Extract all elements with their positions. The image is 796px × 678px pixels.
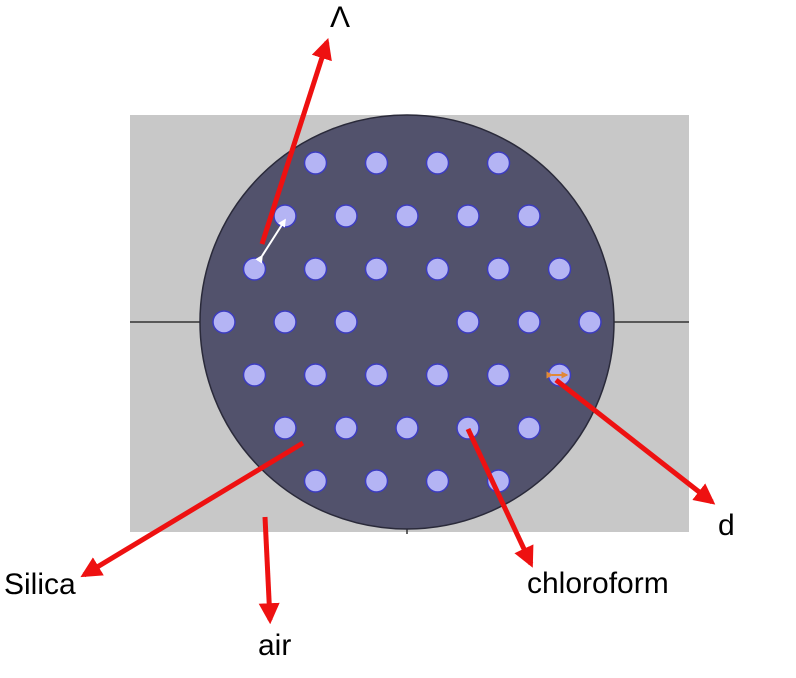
air-hole [364,469,389,493]
air-hole [273,310,297,334]
air-hole [334,416,358,440]
d-arrow [554,378,716,505]
air-hole [456,204,480,228]
air-hole [334,204,358,228]
air-hole [547,257,572,281]
air-hole [456,416,480,440]
chloroform-label: chloroform [527,567,669,600]
air-hole [242,257,267,281]
air-hole [517,310,541,334]
air-hole [517,416,541,440]
silica-label: Silica [4,568,76,601]
air-hole [517,204,541,228]
pitch-label: Λ [330,1,350,34]
pitch-marker [255,218,286,264]
air-hole [486,363,511,387]
air-hole [425,151,450,175]
air-hole [486,257,511,281]
air-hole [456,310,480,334]
air-hole [303,257,328,281]
air-hole [242,363,267,387]
air-arrow [258,516,280,625]
air-hole [273,204,297,228]
air-hole [303,151,328,175]
silica-cladding [199,114,615,530]
air-hole [364,257,389,281]
air-hole [486,151,511,175]
d-label: d [718,509,735,542]
air-hole [273,416,297,440]
air-hole [425,469,450,493]
air-hole [425,257,450,281]
air-hole [395,204,419,228]
air-label: air [258,629,291,662]
air-hole [212,310,236,334]
air-hole-lattice [212,151,602,493]
air-hole [364,151,389,175]
silica-arrow [80,440,305,578]
air-hole [303,363,328,387]
pitch-arrow [259,38,332,245]
air-hole [425,363,450,387]
air-hole [303,469,328,493]
air-hole [334,310,358,334]
air-hole [395,416,419,440]
chloroform-arrow [465,427,534,568]
air-hole [364,363,389,387]
air-hole [578,310,602,334]
